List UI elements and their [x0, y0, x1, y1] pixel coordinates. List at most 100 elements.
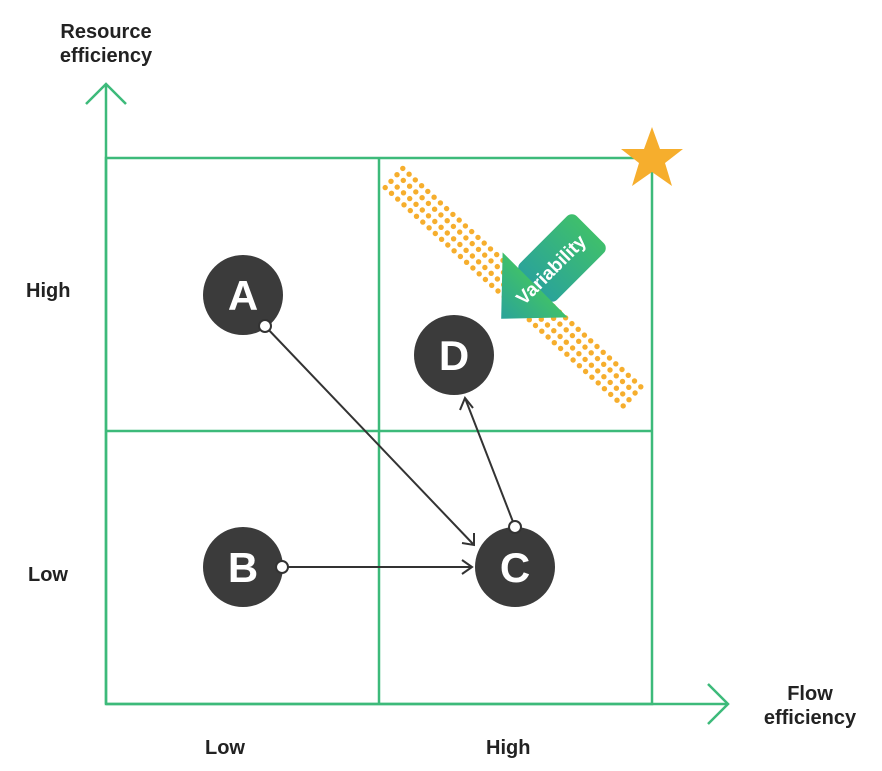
- x-axis-title: Flow efficiency: [763, 683, 857, 729]
- band-dot: [382, 184, 388, 191]
- row-label-low: Low: [28, 564, 68, 586]
- col-label-high: High: [486, 737, 531, 759]
- band-dot: [606, 355, 613, 361]
- node-c-label: C: [500, 544, 530, 591]
- node-b-label: B: [228, 544, 258, 591]
- band-dot: [576, 363, 583, 369]
- band-dot: [607, 367, 613, 373]
- edge-a-to-c: [264, 325, 475, 546]
- band-dot: [613, 361, 619, 367]
- band-dot: [438, 224, 444, 230]
- band-dot: [619, 378, 626, 385]
- band-dot: [475, 234, 481, 241]
- band-dot: [620, 391, 626, 397]
- band-dot: [406, 183, 413, 189]
- band-dot: [457, 241, 463, 248]
- edge-b-to-c-arrowhead: [461, 559, 474, 575]
- col-label-low: Low: [205, 737, 245, 759]
- band-dot: [551, 328, 557, 334]
- band-dot: [469, 240, 475, 247]
- band-dot: [401, 202, 407, 208]
- band-dot: [394, 184, 400, 190]
- band-dot: [487, 246, 494, 252]
- band-dot: [638, 384, 644, 390]
- band-dot: [425, 200, 432, 207]
- band-dot: [494, 276, 501, 282]
- edge-c-to-d: [464, 397, 516, 528]
- band-dot: [469, 253, 476, 259]
- node-a: A: [203, 255, 283, 335]
- edge-c-to-d-arrowhead: [459, 396, 474, 411]
- node-d: D: [414, 315, 494, 395]
- band-dot: [419, 195, 425, 201]
- band-dot: [437, 200, 444, 206]
- band-dot: [626, 397, 632, 403]
- band-dot: [631, 378, 638, 384]
- band-dot: [445, 242, 451, 248]
- band-dot: [476, 271, 482, 277]
- band-dot: [494, 263, 500, 270]
- band-dot: [463, 235, 469, 241]
- band-dot: [450, 211, 456, 218]
- band-dot: [457, 253, 464, 260]
- band-dot: [475, 259, 482, 265]
- band-dot: [412, 177, 418, 183]
- band-dot: [413, 213, 420, 219]
- band-dot: [563, 339, 569, 345]
- band-dot: [450, 236, 457, 242]
- band-dot: [551, 340, 557, 346]
- band-dot: [545, 334, 551, 340]
- node-b: B: [203, 527, 289, 607]
- band-dot: [443, 205, 450, 212]
- band-dot: [420, 219, 426, 225]
- band-dot: [557, 333, 563, 340]
- band-dot: [614, 397, 620, 403]
- band-dot: [613, 385, 620, 391]
- band-dot: [431, 194, 437, 200]
- band-dot: [418, 183, 425, 189]
- band-dot: [632, 390, 638, 396]
- band-dot: [569, 320, 575, 327]
- band-dot: [589, 374, 595, 380]
- band-dot: [581, 332, 588, 338]
- band-dot: [388, 178, 394, 184]
- band-dot: [595, 368, 601, 374]
- band-dot: [463, 259, 470, 265]
- band-dot: [463, 247, 469, 253]
- band-dot: [406, 171, 412, 177]
- quadrant-grid: [104, 156, 654, 706]
- band-dot: [582, 356, 588, 363]
- band-dot: [413, 189, 419, 195]
- band-dot: [564, 351, 570, 357]
- band-dot: [576, 351, 582, 357]
- band-dot: [526, 317, 532, 323]
- band-dot: [425, 188, 431, 195]
- band-dot: [563, 327, 569, 333]
- band-dot: [438, 236, 445, 242]
- band-dot: [475, 246, 482, 253]
- band-dot: [601, 361, 607, 367]
- band-dot: [400, 190, 407, 196]
- band-dot: [407, 207, 413, 214]
- band-dot: [432, 218, 438, 225]
- band-dot: [607, 379, 613, 386]
- band-dot: [456, 217, 462, 223]
- band-dot: [608, 391, 614, 398]
- edge-a-to-c-arrowhead: [461, 533, 475, 547]
- band-dot: [470, 265, 476, 271]
- band-dot: [488, 258, 494, 264]
- band-dot: [488, 270, 494, 276]
- band-dot: [569, 332, 576, 339]
- band-dot: [425, 213, 432, 219]
- band-dot: [569, 345, 576, 351]
- y-axis-title: Resource efficiency: [59, 21, 153, 67]
- band-dot: [594, 355, 601, 362]
- band-dot: [619, 366, 625, 373]
- band-dot: [557, 321, 563, 327]
- band-dot: [438, 212, 444, 218]
- band-dot: [469, 228, 475, 235]
- band-dot: [582, 344, 588, 350]
- band-dot: [394, 172, 400, 178]
- row-label-high: High: [26, 280, 71, 302]
- band-dot: [388, 190, 395, 196]
